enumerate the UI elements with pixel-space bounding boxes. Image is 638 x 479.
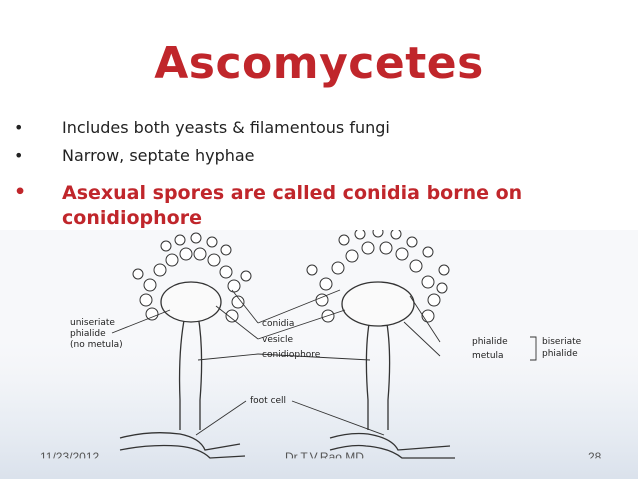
label-biseriate: biseriate [542, 337, 582, 347]
label-biseriate-phialide: phialide [542, 349, 578, 359]
slide-title: Ascomycetes [154, 38, 484, 89]
label-uniseriate-phialide: phialide [70, 329, 106, 339]
bullet-marker: • [14, 181, 27, 203]
footer-author: Dr.T.V.Rao MD [285, 450, 364, 464]
footer-page: 28 [588, 450, 602, 464]
label-conidiophore: conidiophore [262, 350, 321, 360]
label-conidia: conidia [262, 319, 294, 329]
label-no-metula: (no metula) [70, 340, 123, 350]
bullet-text: Narrow, septate hyphae [62, 146, 255, 165]
bullet-marker: • [14, 118, 24, 137]
biseriate-conidiophore [306, 230, 455, 459]
label-phialide: phialide [472, 337, 508, 347]
bullet-text: Includes both yeasts & filamentous fungi [62, 118, 390, 137]
label-metula: metula [472, 351, 504, 361]
bullet-marker: • [14, 146, 24, 165]
footer-date: 11/23/2012 [40, 450, 100, 464]
label-uniseriate: uniseriate [70, 318, 115, 328]
conidiophore-diagram: uniseriate phialide (no metula) conidia … [0, 230, 638, 479]
label-foot-cell: foot cell [250, 396, 286, 406]
label-vesicle: vesicle [262, 335, 294, 345]
uniseriate-conidiophore [119, 232, 252, 459]
bullet-text: Asexual spores are called conidia borne … [62, 182, 523, 229]
